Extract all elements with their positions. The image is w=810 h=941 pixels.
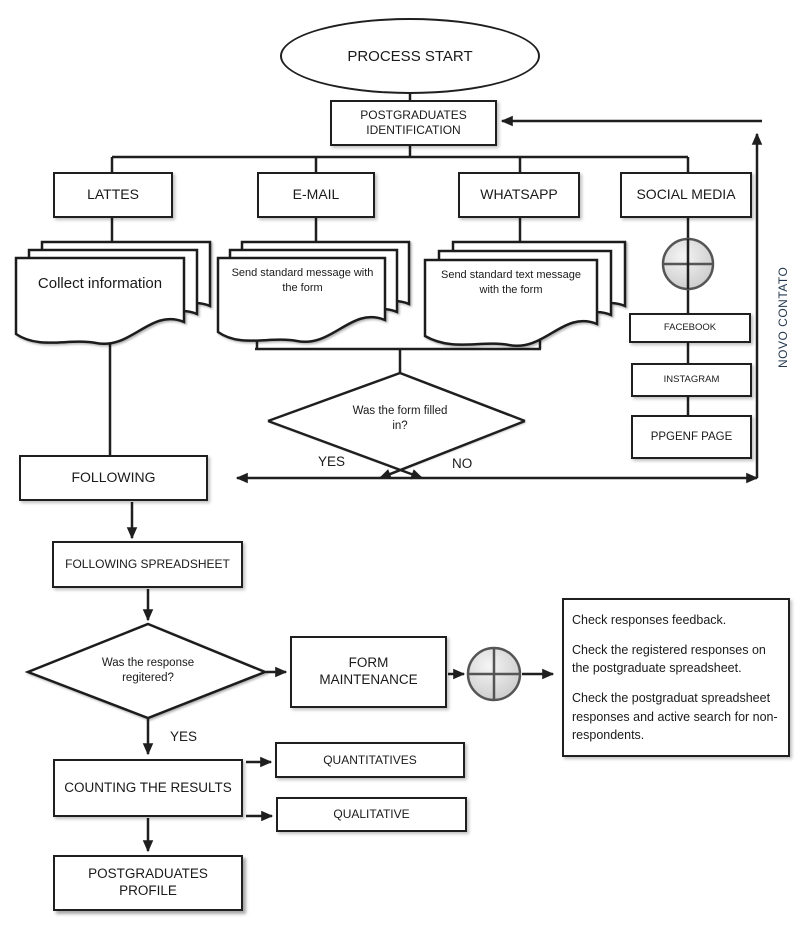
- following-node: FOLLOWING: [19, 455, 208, 501]
- postgraduates-profile-node: POSTGRADUATES PROFILE: [53, 855, 243, 911]
- form-maintenance-connector-icon: [466, 646, 522, 702]
- quantitatives-label: QUANTITATIVES: [323, 752, 417, 767]
- whatsapp-document-stack: [423, 240, 627, 348]
- following-spreadsheet-node: FOLLOWING SPREADSHEET: [52, 541, 243, 588]
- decision-response-yes-label: YES: [170, 729, 198, 744]
- whatsapp-doc-label: Send standard text message with the form: [440, 269, 582, 296]
- decision-form-yes-label: YES: [318, 454, 346, 469]
- social-media-connector-icon: [661, 237, 715, 291]
- form-maintenance-node: FORM MAINTENANCE: [290, 636, 447, 708]
- following-spreadsheet-label: FOLLOWING SPREADSHEET: [65, 557, 230, 571]
- postgraduates-identification-node: POSTGRADUATES IDENTIFICATION: [330, 100, 497, 146]
- process-start-label: PROCESS START: [347, 47, 473, 65]
- lattes-label: LATTES: [87, 186, 139, 203]
- qualitative-node: QUALITATIVE: [276, 797, 467, 832]
- check-note-1: Check responses feedback.: [572, 613, 727, 627]
- decision-response-question: Was the response regitered?: [101, 657, 195, 684]
- postgraduates-profile-label: POSTGRADUATES PROFILE: [88, 866, 208, 898]
- facebook-node: FACEBOOK: [629, 313, 751, 343]
- lattes-document-stack: [14, 240, 212, 346]
- lattes-node: LATTES: [53, 172, 173, 218]
- email-node: E-MAIL: [257, 172, 375, 218]
- novo-contato-label: NOVO CONTATO: [776, 266, 790, 368]
- ppgenf-page-label: PPGENF PAGE: [650, 430, 733, 443]
- check-note-3: Check the postgraduat spreadsheet respon…: [572, 691, 778, 742]
- decision-form-diamond: [267, 371, 526, 480]
- check-notes-panel: Check responses feedback. Check the regi…: [562, 598, 790, 757]
- ppgenf-page-node: PPGENF PAGE: [631, 415, 752, 459]
- decision-form-question: Was the form filled in?: [352, 405, 448, 432]
- process-start-node: PROCESS START: [280, 18, 540, 94]
- social-media-node: SOCIAL MEDIA: [620, 172, 752, 218]
- postgraduates-identification-label: POSTGRADUATES IDENTIFICATION: [360, 108, 467, 137]
- qualitative-label: QUALITATIVE: [333, 807, 410, 821]
- counting-results-node: COUNTING THE RESULTS: [53, 759, 243, 817]
- following-label: FOLLOWING: [71, 469, 156, 486]
- counting-results-label: COUNTING THE RESULTS: [64, 779, 232, 795]
- decision-form-no-label: NO: [452, 456, 473, 471]
- facebook-label: FACEBOOK: [663, 322, 717, 334]
- collect-information-doc-label: Collect information: [37, 275, 163, 292]
- form-maintenance-label: FORM MAINTENANCE: [319, 655, 418, 687]
- email-document-stack: [216, 240, 411, 344]
- email-doc-label: Send standard message with the form: [231, 267, 374, 294]
- whatsapp-node: WHATSAPP: [458, 172, 580, 218]
- social-media-label: SOCIAL MEDIA: [636, 186, 736, 203]
- whatsapp-label: WHATSAPP: [480, 186, 558, 203]
- quantitatives-node: QUANTITATIVES: [275, 742, 465, 778]
- email-label: E-MAIL: [292, 186, 340, 203]
- instagram-label: INSTAGRAM: [663, 374, 720, 386]
- check-note-2: Check the registered responses on the po…: [572, 643, 766, 676]
- instagram-node: INSTAGRAM: [631, 363, 752, 397]
